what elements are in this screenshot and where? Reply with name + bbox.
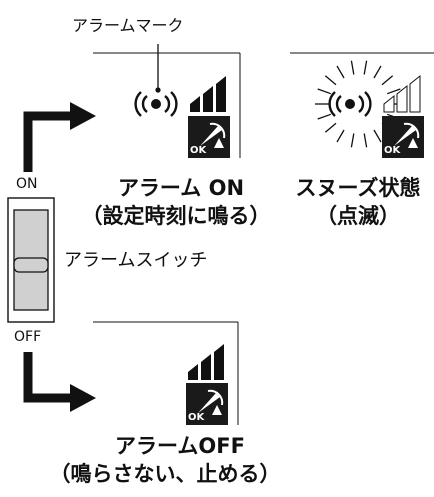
blink-ray — [317, 113, 332, 120]
snooze-signal-outline-icon — [383, 74, 421, 113]
alarm-off-title: アラームOFF — [115, 434, 245, 458]
blink-ray — [324, 122, 337, 133]
blink-ray — [350, 60, 355, 75]
snooze-subtitle: （点滅） — [316, 204, 400, 228]
arrow-down-right-icon — [23, 352, 96, 412]
alarm-mark-icon — [134, 91, 178, 117]
arrow-up-right-icon — [23, 102, 96, 172]
blink-ray — [336, 65, 345, 79]
off-reception-ok-icon: OK — [186, 383, 228, 425]
blink-ray — [317, 88, 332, 95]
snooze-reception-ok-icon: OK — [382, 116, 424, 158]
blink-ray — [386, 88, 401, 95]
alarm-mark-label: アラームマーク — [72, 16, 184, 35]
alarm-on-title: アラーム ON — [117, 176, 245, 200]
blink-ray — [336, 129, 345, 143]
off-ok-badge-text: OK — [188, 412, 205, 423]
alarm-off-subtitle: （鳴らさない、止める） — [49, 462, 281, 486]
alarm-on-subtitle: （設定時刻に鳴る） — [81, 204, 271, 228]
snooze-ok-badge-text: OK — [384, 145, 401, 156]
alarm-switch-label: アラームスイッチ — [64, 250, 208, 271]
blink-ray — [381, 75, 394, 86]
blink-ray — [324, 75, 337, 86]
blink-ray — [363, 133, 368, 148]
switch-off-label: OFF — [14, 329, 42, 345]
ok-badge-text: OK — [190, 145, 207, 156]
switch-on-label: ON — [16, 176, 38, 192]
blink-ray — [373, 65, 382, 79]
signal-strength-icon — [190, 76, 226, 112]
off-signal-strength-icon — [188, 344, 224, 380]
snooze-title: スヌーズ状態 — [295, 176, 421, 200]
snooze-alarm-mark-icon — [328, 91, 372, 117]
blink-ray — [363, 60, 368, 75]
alarm-switch[interactable] — [6, 196, 58, 326]
reception-ok-icon: OK — [188, 116, 230, 158]
blink-ray — [350, 133, 355, 148]
blink-ray — [373, 129, 382, 143]
